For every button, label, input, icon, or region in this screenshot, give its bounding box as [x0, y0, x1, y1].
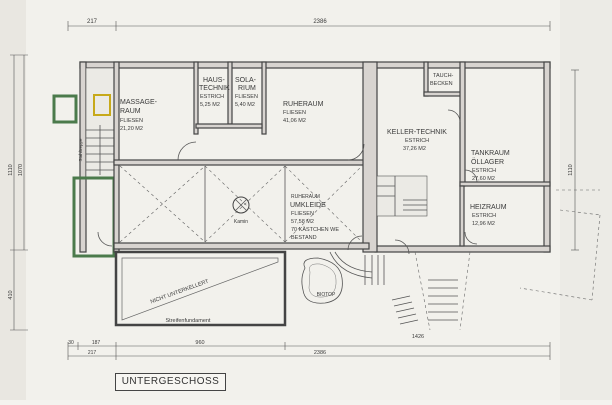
tankraum-floor: ESTRICH — [472, 168, 496, 174]
middle-room-diagonals — [119, 165, 363, 243]
haustechnik-name: HAUS- — [203, 77, 225, 84]
room-kellertechnik: KELLER-TECHNIK ESTRICH 37,26 M2 — [387, 129, 447, 152]
kellertechnik-area: 37,26 M2 — [403, 146, 426, 152]
dim-bottom-total: 2386 — [314, 350, 326, 356]
massage-floor: FLIESEN — [120, 118, 143, 124]
umkleide-name: RUHERAUM — [291, 194, 320, 200]
dim-right-1: 1110 — [568, 164, 574, 175]
biotop: BIOTOP — [301, 251, 373, 304]
right-dimension-line: 1110 — [519, 69, 601, 301]
heizraum-floor: ESTRICH — [472, 213, 496, 219]
kellertechnik-floor: ESTRICH — [405, 138, 429, 144]
left-dimension-lines: 1110 1070 410 — [8, 54, 28, 331]
tankraum-area: 27,60 M2 — [472, 176, 495, 182]
room-heizraum: HEIZRAUM ESTRICH 12,96 M2 — [470, 204, 507, 227]
dim-left-1: 1110 — [8, 164, 14, 175]
heizraum-area: 12,96 M2 — [472, 221, 495, 227]
tankraum-name2: ÖLLAGER — [471, 158, 504, 166]
room-ruheraum: RUHERAUM FLIESEN 41,06 M2 — [283, 101, 324, 124]
door-swings — [97, 109, 478, 255]
plan-title-box: UNTERGESCHOSS — [115, 373, 226, 391]
plan-title: UNTERGESCHOSS — [121, 376, 220, 387]
massage-name: MASSAGE- — [120, 99, 158, 106]
room-tauchbecken: TAUCH- BECKEN — [430, 73, 454, 87]
solarium-floor: FLIESEN — [235, 94, 258, 100]
haustechnik-area: 5,25 M2 — [200, 102, 220, 108]
stair-label: Stahltreppe — [78, 138, 83, 162]
outer-walls — [52, 61, 551, 258]
left-staircase: Stahltreppe — [78, 125, 114, 175]
bottom-dimension-lines: 30 187 960 1426 217 2386 — [67, 334, 551, 360]
room-massage: MASSAGE- RAUM FLIESEN 21,20 M2 — [120, 99, 158, 132]
tauchbecken-name2: BECKEN — [430, 81, 453, 87]
interior-walls — [113, 61, 551, 253]
ruheraum-floor: FLIESEN — [283, 110, 306, 116]
top-dimension-line: 217 2386 — [67, 19, 551, 31]
exterior-stairs — [364, 251, 471, 331]
heizraum-name: HEIZRAUM — [470, 204, 507, 211]
dim-bottom-1: 30 — [68, 340, 74, 346]
dim-bottom-2: 187 — [92, 340, 101, 346]
umkleide-note2: BESTAND — [291, 235, 317, 241]
tankraum-name: TANKRAUM — [471, 150, 510, 157]
dim-top-left: 217 — [87, 19, 98, 25]
umkleide-floor: FLIESEN — [291, 211, 314, 217]
umkleide-area: 57,58 M2 — [291, 219, 314, 225]
keller-staircase — [376, 175, 428, 217]
dim-top-total: 2386 — [313, 19, 327, 25]
massage-name2: RAUM — [120, 108, 141, 115]
room-haustechnik: HAUS- TECHNIK ESTRICH 5,25 M2 — [199, 77, 230, 108]
tauchbecken-name: TAUCH- — [433, 73, 454, 79]
dim-left-2: 1070 — [18, 164, 24, 176]
solarium-name: SOLA- — [235, 77, 257, 84]
umkleide-note1: 70 KÄSTCHEN WE — [291, 226, 339, 233]
solarium-area: 5,40 M2 — [235, 102, 255, 108]
dim-bottom-3: 960 — [195, 340, 204, 346]
solarium-name2: RIUM — [238, 85, 256, 92]
ruheraum-area: 41,06 M2 — [283, 118, 306, 124]
biotop-label: BIOTOP — [317, 292, 336, 298]
umkleide-name2: UMKLEIDE — [290, 202, 326, 209]
room-solarium: SOLA- RIUM FLIESEN 5,40 M2 — [235, 77, 258, 108]
kamin-label: Kamin — [234, 219, 248, 225]
haustechnik-floor: ESTRICH — [200, 94, 224, 100]
kamin: Kamin — [232, 196, 250, 225]
haustechnik-name2: TECHNIK — [199, 85, 230, 92]
dim-bottom-left: 217 — [88, 350, 97, 356]
kellertechnik-name: KELLER-TECHNIK — [387, 129, 447, 136]
ruheraum-name: RUHERAUM — [283, 101, 324, 108]
dim-left-3: 410 — [8, 290, 14, 299]
massage-area: 21,20 M2 — [120, 126, 143, 132]
room-umkleide: RUHERAUM UMKLEIDE FLIESEN 57,58 M2 70 KÄ… — [290, 194, 339, 241]
room-tankraum: TANKRAUM ÖLLAGER ESTRICH 27,60 M2 — [471, 150, 510, 182]
dim-bottom-4: 1426 — [412, 334, 424, 340]
streifenfundament-label: Streifenfundament — [166, 318, 211, 324]
